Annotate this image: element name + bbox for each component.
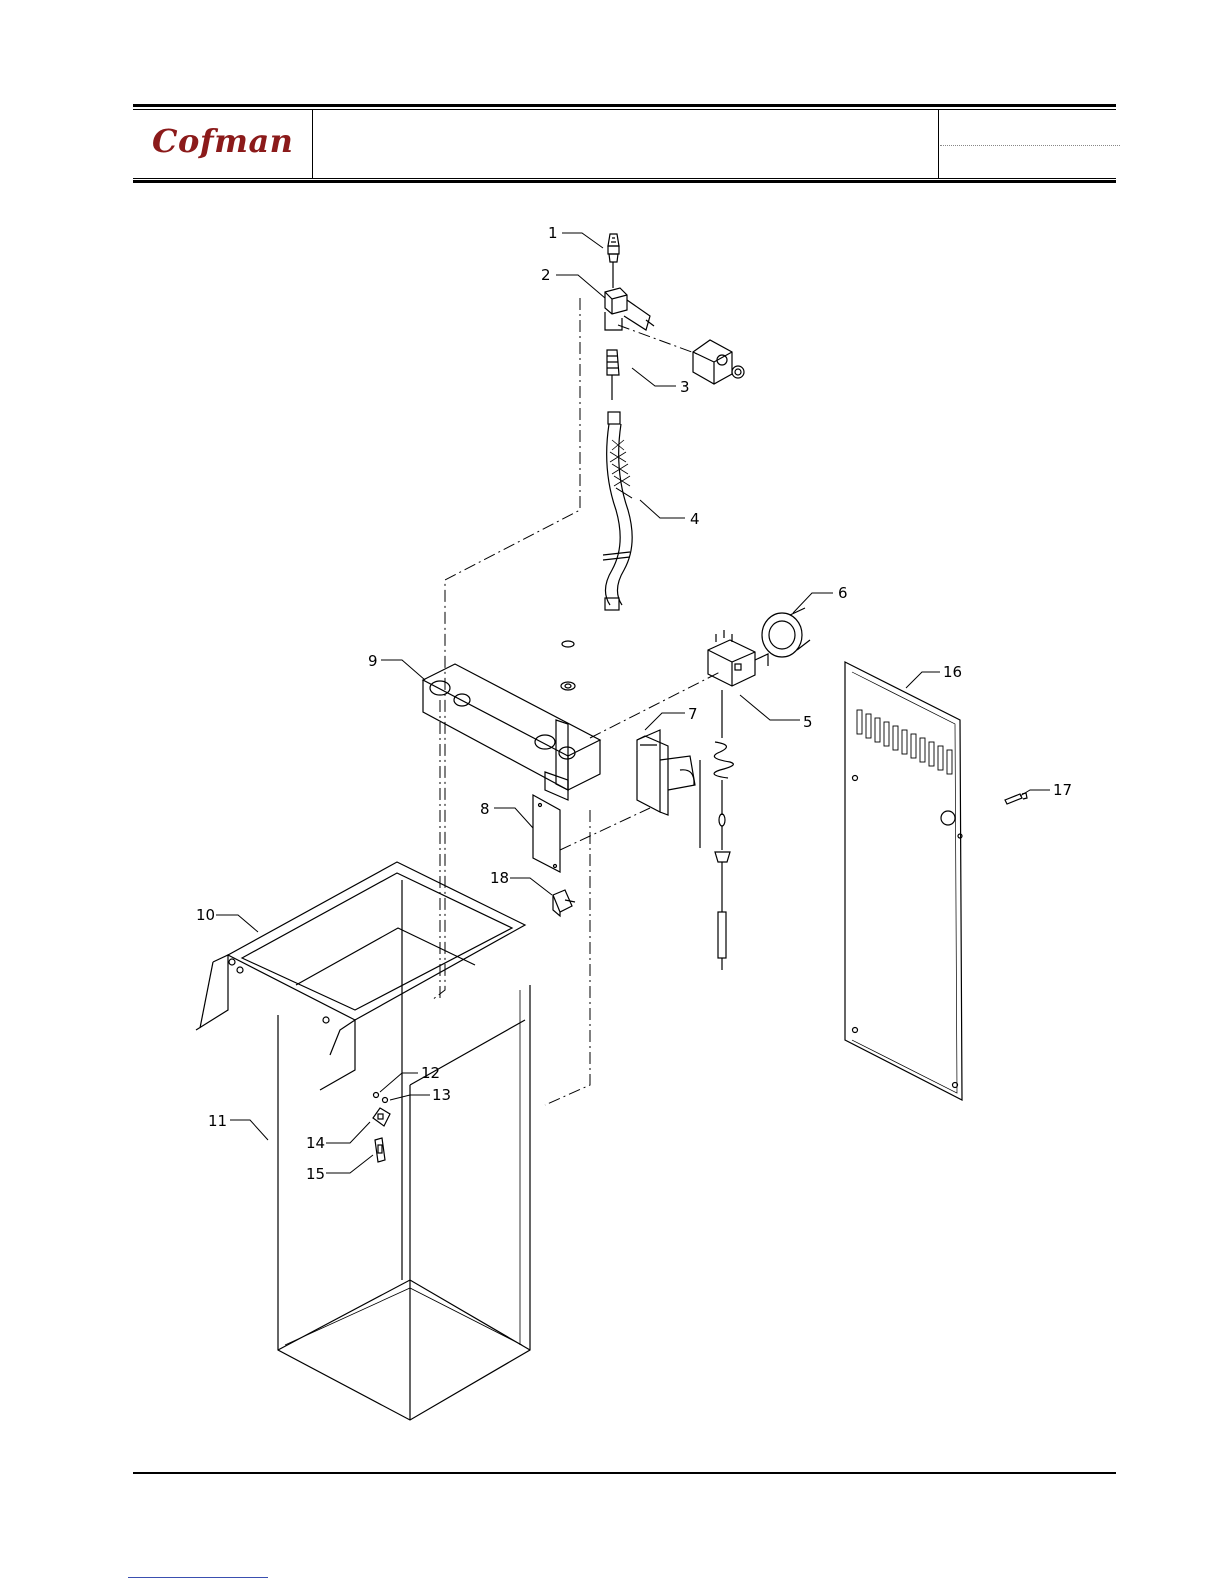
label-5: 5 xyxy=(803,713,813,731)
part-6-cone-seal xyxy=(762,608,810,657)
part-14-rocker-switch xyxy=(373,1108,390,1126)
part-10-top-frame xyxy=(196,862,525,1090)
label-12: 12 xyxy=(421,1064,440,1082)
label-18: 18 xyxy=(490,869,509,887)
label-13: 13 xyxy=(432,1086,451,1104)
label-7: 7 xyxy=(688,705,698,723)
part-18-micro-switch xyxy=(553,890,575,916)
label-10: 10 xyxy=(196,906,215,924)
part-number-labels: 1 2 3 4 5 6 7 8 9 10 11 12 13 14 15 16 1… xyxy=(196,224,1072,1183)
label-9: 9 xyxy=(368,652,378,670)
part-16-side-panel xyxy=(845,662,962,1100)
part-3-fitting xyxy=(607,350,619,400)
part-4-braided-hose xyxy=(603,412,632,610)
label-6: 6 xyxy=(838,584,848,602)
part-2-valve-body xyxy=(605,288,654,330)
washers xyxy=(561,641,575,690)
part-15-rocker-switch xyxy=(375,1138,385,1162)
label-14: 14 xyxy=(306,1134,325,1152)
part-1-hose-nipple xyxy=(608,234,619,288)
leader-lines xyxy=(216,233,1050,1173)
assembly-guide-lines xyxy=(432,298,720,1105)
label-1: 1 xyxy=(548,224,558,242)
label-16: 16 xyxy=(943,663,962,681)
label-15: 15 xyxy=(306,1165,325,1183)
part-8-cover-plate xyxy=(533,795,560,872)
level-probe-cable xyxy=(700,690,733,970)
label-17: 17 xyxy=(1053,781,1072,799)
label-3: 3 xyxy=(680,378,690,396)
part-17-screw xyxy=(1005,793,1027,804)
label-4: 4 xyxy=(690,510,700,528)
part-9-top-bracket xyxy=(423,664,600,800)
label-2: 2 xyxy=(541,266,551,284)
part-5-pressure-switch xyxy=(708,630,768,686)
solenoid-coil xyxy=(693,340,744,384)
ventilation-slots xyxy=(857,710,952,774)
parts-12-13-fasteners xyxy=(374,1093,388,1103)
part-7-bracket-valve xyxy=(637,730,695,815)
label-11: 11 xyxy=(208,1112,227,1130)
label-8: 8 xyxy=(480,800,490,818)
